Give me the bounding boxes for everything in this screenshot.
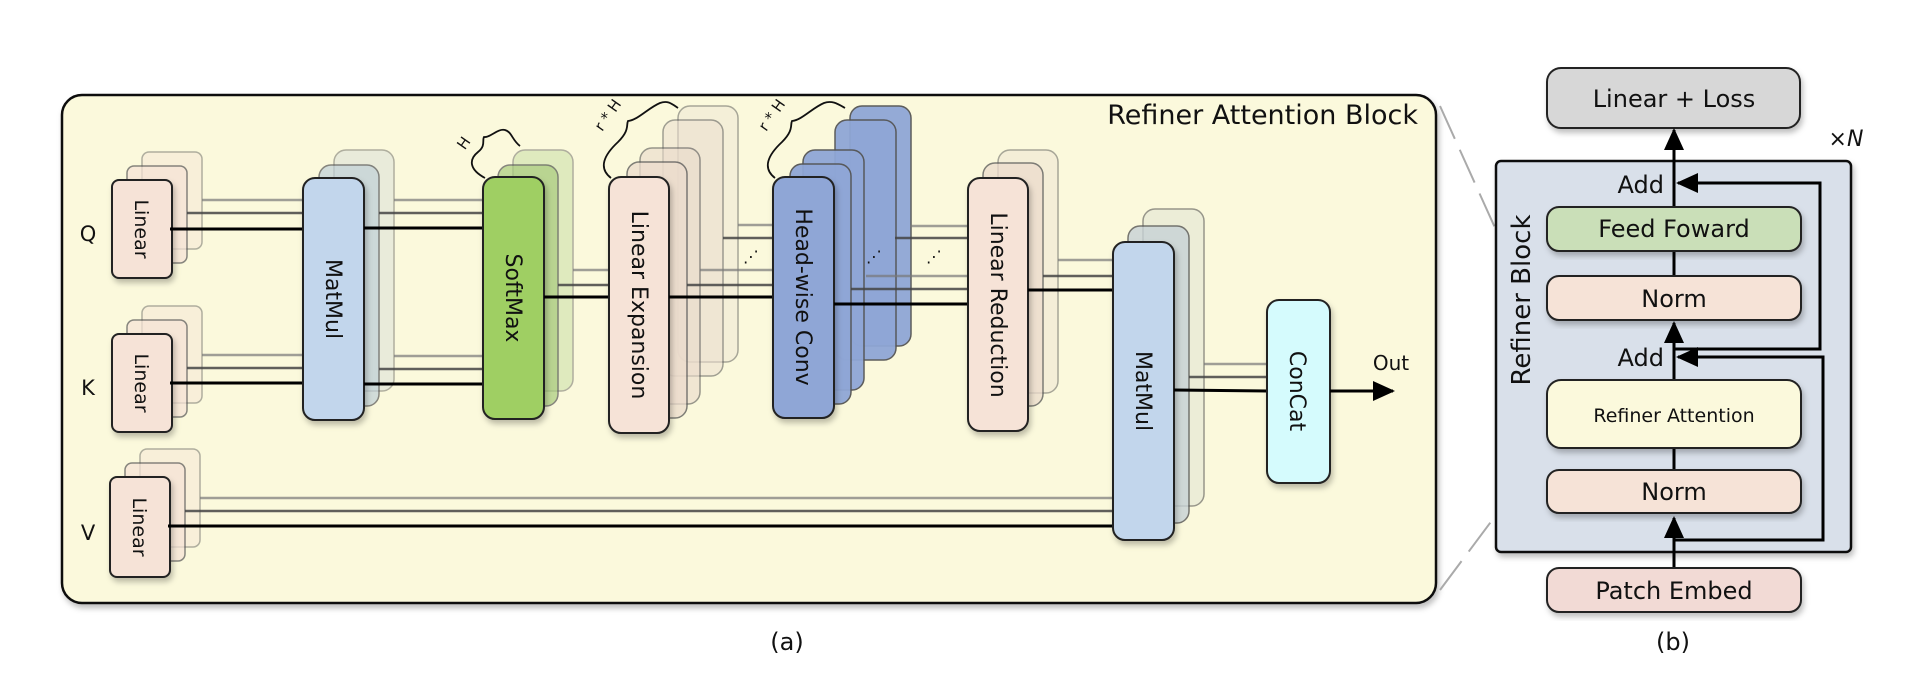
feed-forward-label: Feed Foward bbox=[1598, 215, 1750, 243]
norm-upper-node: Norm bbox=[1546, 275, 1802, 321]
linear-k-stack: Linear bbox=[111, 305, 203, 433]
matmul-concat-connections bbox=[1173, 362, 1269, 393]
ellipsis-1: ⋰ bbox=[743, 247, 759, 266]
linear-reduction-stack: Linear Reduction bbox=[967, 149, 1059, 432]
norm-upper-box bbox=[1546, 275, 1802, 321]
headwise-reduction-connections: ⋰ bbox=[834, 224, 969, 306]
headwise-conv-brace bbox=[766, 101, 846, 179]
matmul-1-stack: MatMul bbox=[302, 149, 395, 421]
qk-connections bbox=[170, 198, 304, 385]
add-lower-label: Add bbox=[1618, 344, 1664, 372]
input-label-q: Q bbox=[80, 222, 97, 246]
linear-v-label: Linear bbox=[128, 497, 150, 556]
matmul-2-stack: MatMul bbox=[1112, 208, 1205, 541]
feed-forward-box bbox=[1546, 206, 1802, 252]
repeat-label: ×N bbox=[1829, 127, 1864, 152]
headwise-conv-box bbox=[772, 176, 835, 419]
reduction-matmul-connections bbox=[1028, 258, 1114, 292]
linear-k-label: Linear bbox=[130, 353, 152, 412]
refiner-flow-lines bbox=[1664, 128, 1825, 568]
add-upper-label: Add bbox=[1618, 171, 1664, 199]
matmul-2-label: MatMul bbox=[1130, 351, 1155, 431]
linear-expansion-label: Linear Expansion bbox=[626, 211, 651, 400]
linear-reduction-label: Linear Reduction bbox=[985, 212, 1010, 397]
refiner-block-label: Refiner Block bbox=[1507, 214, 1537, 385]
headwise-conv-stack: Head-wise Conv r * H ⋰ bbox=[755, 96, 912, 419]
headwise-conv-label: Head-wise Conv bbox=[790, 208, 815, 385]
output: Out bbox=[1330, 351, 1409, 401]
refiner-attention-node: Refiner Attention bbox=[1546, 379, 1802, 449]
expansion-headwise-connections: ⋰ bbox=[669, 223, 774, 299]
linear-expansion-stack: Linear Expansion r * H bbox=[591, 96, 739, 434]
caption-b: (b) bbox=[1656, 628, 1690, 656]
refiner-attention-block: Refiner Attention Block bbox=[60, 93, 1438, 605]
linear-loss-node: Linear + Loss bbox=[1546, 67, 1801, 129]
input-label-v: V bbox=[81, 521, 96, 545]
patch-embed-node: Patch Embed bbox=[1546, 567, 1802, 613]
linear-q-label: Linear bbox=[130, 199, 152, 258]
refiner-attention-box bbox=[1546, 379, 1802, 449]
linear-reduction-box bbox=[967, 177, 1029, 432]
softmax-brace bbox=[470, 128, 521, 179]
softmax-stack: SoftMax H bbox=[453, 128, 574, 420]
norm-lower-box bbox=[1546, 469, 1802, 514]
input-label-k: K bbox=[81, 376, 96, 400]
linear-loss-label: Linear + Loss bbox=[1593, 85, 1756, 113]
matmul-1-box bbox=[302, 177, 365, 421]
matmul-softmax-connections bbox=[364, 198, 484, 386]
output-label: Out bbox=[1373, 351, 1409, 375]
linear-expansion-box bbox=[608, 176, 670, 434]
caption-a: (a) bbox=[770, 628, 803, 656]
patch-embed-box bbox=[1546, 567, 1802, 613]
block-title: Refiner Attention Block bbox=[1107, 100, 1418, 131]
linear-expansion-brace bbox=[602, 101, 679, 179]
norm-lower-label: Norm bbox=[1641, 478, 1706, 506]
softmax-label: SoftMax bbox=[500, 254, 525, 343]
block-background bbox=[60, 93, 1438, 605]
ellipsis-2: ⋰ bbox=[866, 247, 882, 266]
linear-q-stack: Linear bbox=[111, 151, 203, 279]
concat-node: ConCat bbox=[1266, 299, 1331, 484]
patch-embed-label: Patch Embed bbox=[1595, 577, 1752, 605]
ellipsis-3: ⋰ bbox=[926, 247, 942, 266]
norm-lower-node: Norm bbox=[1546, 469, 1802, 514]
linear-v-stack: Linear bbox=[109, 448, 201, 578]
v-connections bbox=[168, 496, 1114, 528]
norm-upper-label: Norm bbox=[1641, 285, 1706, 313]
concat-label: ConCat bbox=[1284, 351, 1309, 432]
matmul-1-label: MatMul bbox=[320, 259, 345, 339]
feed-forward-node: Feed Foward bbox=[1546, 206, 1802, 252]
softmax-expansion-connections bbox=[544, 268, 610, 299]
refiner-attention-label: Refiner Attention bbox=[1593, 405, 1754, 427]
